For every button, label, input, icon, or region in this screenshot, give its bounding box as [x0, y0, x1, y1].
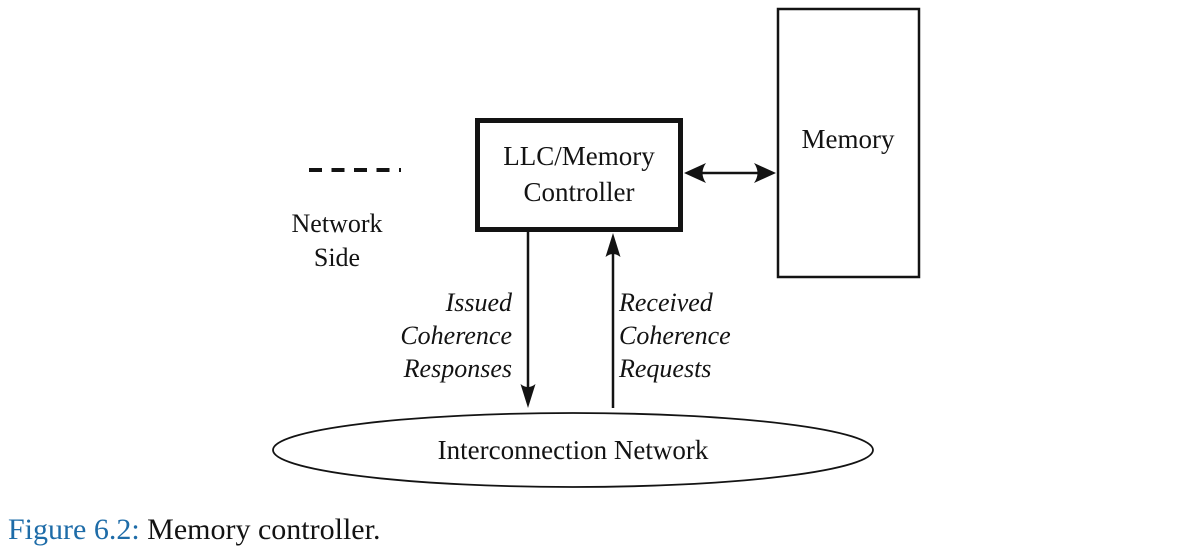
network-side-label: Network Side: [267, 207, 407, 275]
received-requests-line3: Requests: [619, 354, 712, 383]
llc-controller-label-line1: LLC/Memory: [503, 141, 655, 171]
memory-label: Memory: [801, 124, 895, 154]
issued-responses-arrow: [520, 232, 536, 408]
received-requests-line2: Coherence: [619, 321, 731, 350]
received-requests-line1: Received: [619, 288, 713, 317]
llc-controller-label: LLC/Memory Controller: [475, 138, 683, 210]
interconnection-network-ellipse: [272, 412, 874, 488]
bidirectional-arrow: [684, 163, 776, 183]
llc-controller-label-line2: Controller: [523, 177, 635, 207]
issued-responses-line3: Responses: [403, 354, 512, 383]
issued-responses-line2: Coherence: [400, 321, 512, 350]
received-requests-arrow: [605, 233, 621, 408]
received-requests-label: Received Coherence Requests: [619, 286, 819, 385]
figure-caption-number: Figure 6.2:: [8, 513, 140, 546]
network-side-label-line1: Network: [291, 209, 383, 238]
network-side-label-line2: Side: [313, 243, 361, 272]
figure-caption-text: Memory controller.: [139, 513, 381, 546]
llc-memory-controller-box: [475, 118, 683, 232]
issued-responses-label: Issued Coherence Responses: [320, 286, 512, 385]
issued-responses-line1: Issued: [445, 288, 512, 317]
figure-caption: Figure 6.2: Memory controller.: [8, 512, 708, 548]
interconnection-network-label: Interconnection Network: [437, 435, 709, 465]
memory-box: [776, 7, 921, 279]
